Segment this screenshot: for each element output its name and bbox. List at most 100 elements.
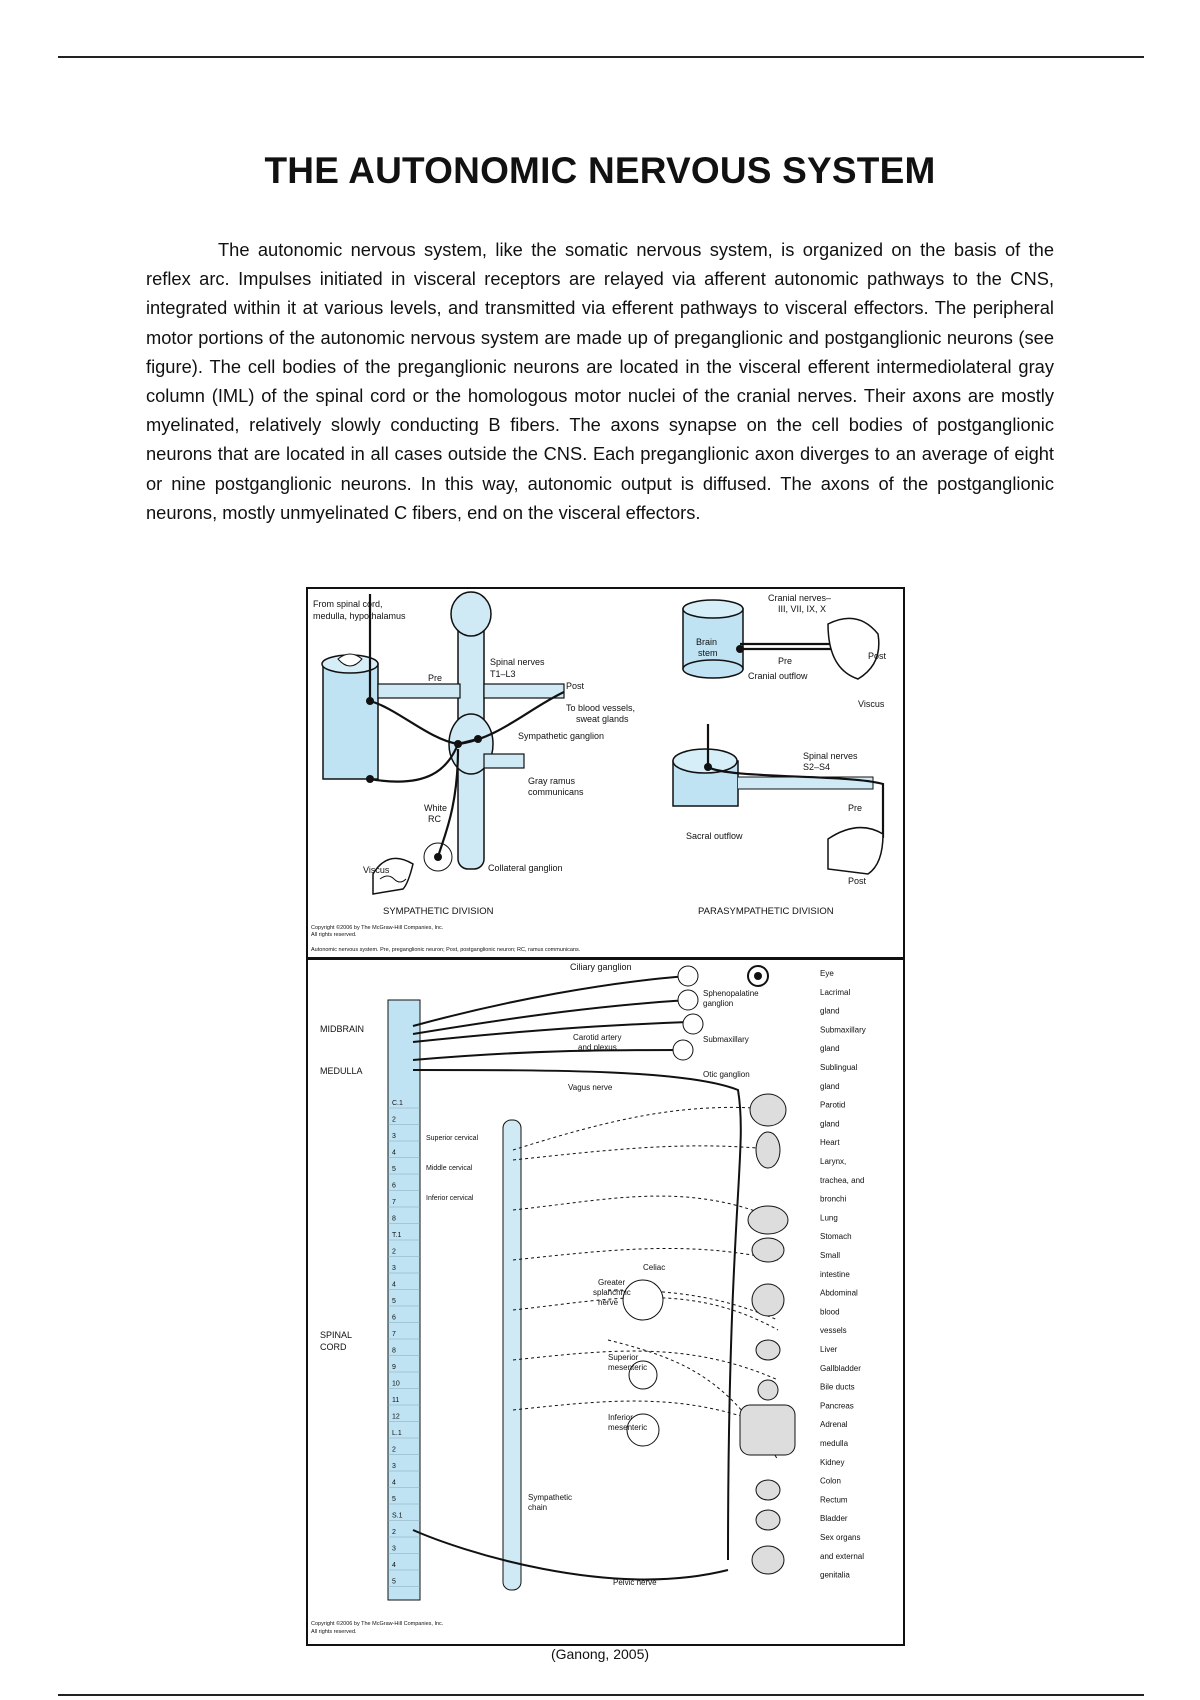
segment-label: 6 [392,1315,396,1322]
label-mesenteric: mesenteric [608,1363,647,1372]
label-middle-cervical: Middle cervical [426,1165,473,1172]
segment-label: 8 [392,1348,396,1355]
label-medulla: MEDULLA [320,1066,363,1076]
label-pre: Pre [428,673,442,683]
label-midbrain: MIDBRAIN [320,1024,364,1034]
label-collateral-ganglion: Collateral ganglion [488,863,563,873]
label-sphenopalatine-ganglion: ganglion [703,999,733,1008]
organ-label: gland [820,1119,840,1128]
organ-label: Eye [820,969,834,978]
organ-label: Parotid [820,1101,845,1110]
label-superior-mesenteric: Superior [608,1353,639,1362]
label-spinal-nerves: Spinal nerves [490,657,545,667]
label-inferior-cervical: Inferior cervical [426,1195,474,1202]
segment-label: L.1 [392,1430,402,1437]
segment-label: 2 [392,1447,396,1454]
label-and-plexus: and plexus [578,1043,617,1052]
organ-label: Abdominal [820,1289,858,1298]
label-spinal: SPINAL [320,1330,352,1340]
segment-label: 7 [392,1331,396,1338]
label-greater: Greater [598,1278,625,1287]
bottom-rule [58,1694,1144,1696]
label-viscus-cranial: Viscus [858,699,885,709]
top-rule [58,56,1144,58]
label-sphenopalatine: Sphenopalatine [703,989,759,998]
segment-label: 4 [392,1480,396,1487]
organ-label: Kidney [820,1458,844,1467]
organ-label: genitalia [820,1571,850,1580]
organ-label: blood [820,1307,840,1316]
viscus-drawing [373,858,413,894]
label-gray-ramus: Gray ramus [528,776,576,786]
label-to-blood-vessels: To blood vessels, [566,703,635,713]
organ-label: Submaxillary [820,1025,866,1034]
segment-label: 6 [392,1183,396,1190]
organ-label: Stomach [820,1232,852,1241]
label-sympathetic-division: SYMPATHETIC DIVISION [383,906,494,917]
copyright-top-2: All rights reserved. [311,932,357,938]
organ-label: Small [820,1251,840,1260]
label-white: White [424,803,447,813]
organ-label: and external [820,1552,864,1561]
label-sacral-outflow: Sacral outflow [686,831,743,841]
organ-label: gland [820,1007,840,1016]
label-viscus: Viscus [363,865,390,875]
organ-label: vessels [820,1326,847,1335]
label-sympathetic-ganglion: Sympathetic ganglion [518,731,604,741]
organ-label: Rectum [820,1495,848,1504]
organ-label: Colon [820,1477,841,1486]
label-cranial-nerves: Cranial nerves– [768,593,831,603]
label-vagus-nerve: Vagus nerve [568,1083,613,1092]
organ-label: Pancreas [820,1401,854,1410]
organ-label: medulla [820,1439,849,1448]
segment-label: C.1 [392,1100,403,1107]
organ-label: Heart [820,1138,840,1147]
segment-label: 10 [392,1381,400,1388]
label-cord: CORD [320,1342,347,1352]
label-pre-cranial: Pre [778,656,792,666]
segment-label: T.1 [392,1232,401,1239]
organ-label: Larynx, [820,1157,846,1166]
label-inferior-mesenteric: Inferior [608,1413,633,1422]
segment-label: 3 [392,1265,396,1272]
label-carotid-artery: Carotid artery [573,1033,621,1042]
segment-label: 9 [392,1364,396,1371]
sympathetic-chain-column [503,1120,521,1590]
segment-label: 3 [392,1546,396,1553]
organ-label: Gallbladder [820,1364,861,1373]
label-superior-cervical: Superior cervical [426,1135,479,1142]
label-stem: stem [698,648,718,658]
organ-label: Sublingual [820,1063,858,1072]
label-sweat-glands: sweat glands [576,714,629,724]
organ-label: trachea, and [820,1176,864,1185]
organ-label: gland [820,1082,840,1091]
segment-label: 4 [392,1562,396,1569]
label-rc: RC [428,814,441,824]
label-spinal-nerves-sacral: Spinal nerves [803,751,858,761]
label-pre-sacral: Pre [848,803,862,813]
label-cranial-list: III, VII, IX, X [778,604,826,614]
page-title: THE AUTONOMIC NERVOUS SYSTEM [0,150,1200,192]
label-celiac: Celiac [643,1263,665,1272]
label-pelvic-nerve: Pelvic nerve [613,1578,657,1587]
label-ciliary-ganglion: Ciliary ganglion [570,962,632,972]
copyright-top-1: Copyright ©2006 by The McGraw-Hill Compa… [311,924,444,931]
segment-label: 5 [392,1579,396,1586]
copyright-bottom-1: Copyright ©2006 by The McGraw-Hill Compa… [311,1620,444,1627]
organ-label: Lacrimal [820,988,850,997]
segment-label: 5 [392,1496,396,1503]
segment-label: 11 [392,1397,399,1404]
label-otic-ganglion: Otic ganglion [703,1070,750,1079]
label-medulla-hypothalamus: medulla, hypothalamus [313,611,406,621]
segment-label: 4 [392,1282,396,1289]
organ-label: Bladder [820,1514,848,1523]
label-submaxillary-ganglion: Submaxillary [703,1035,749,1044]
figure-caption: (Ganong, 2005) [0,1646,1200,1662]
label-communicans: communicans [528,787,584,797]
organ-label: Liver [820,1345,838,1354]
label-post-sacral: Post [848,876,867,886]
label-splanchnic: splanchnic [593,1288,631,1297]
label-brain: Brain [696,637,717,647]
body-paragraph: The autonomic nervous system, like the s… [146,235,1054,527]
segment-label: 2 [392,1529,396,1536]
